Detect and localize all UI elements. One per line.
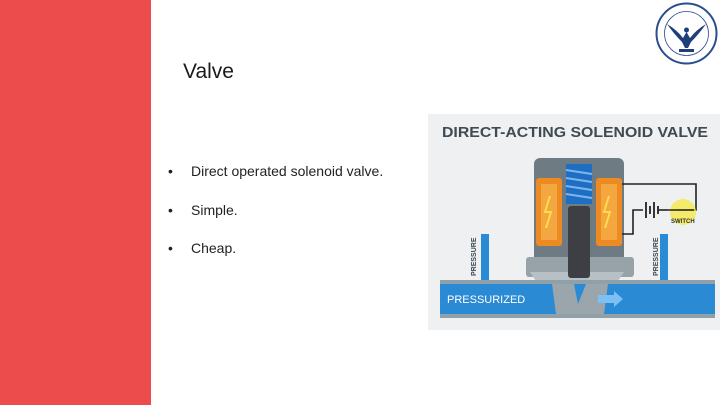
red-side-bar xyxy=(0,0,151,405)
flow-label: PRESSURIZED xyxy=(447,294,525,306)
solenoid-valve-diagram: Direct-Acting Solenoid Valve Switch Pres… xyxy=(428,114,720,330)
pressure-tube-right xyxy=(660,234,668,290)
pressure-label-left: Pressure xyxy=(471,237,478,276)
bullet-text: Direct operated solenoid valve. xyxy=(191,163,384,179)
switch-label: Switch xyxy=(671,219,695,225)
university-eagle-seal-icon xyxy=(655,2,718,65)
pressure-label-right: Pressure xyxy=(653,237,660,276)
bullet-item: • Direct operated solenoid valve. xyxy=(168,163,383,202)
bullet-item: • Cheap. xyxy=(168,240,383,279)
flow-arrow-icon xyxy=(598,291,623,307)
diagram-heading: Direct-Acting Solenoid Valve xyxy=(442,125,708,141)
bullet-marker: • xyxy=(168,163,173,179)
switch-glow xyxy=(670,199,696,225)
pressure-tube-left xyxy=(481,234,489,290)
bullet-text: Cheap. xyxy=(191,240,237,256)
bullet-marker: • xyxy=(168,240,173,256)
bullet-list: • Direct operated solenoid valve. • Simple… xyxy=(168,163,383,279)
bullet-item: • Simple. xyxy=(168,202,383,241)
slide-title: Valve xyxy=(183,60,234,83)
bullet-text: Simple. xyxy=(191,201,238,218)
bullet-marker: • xyxy=(168,201,173,218)
